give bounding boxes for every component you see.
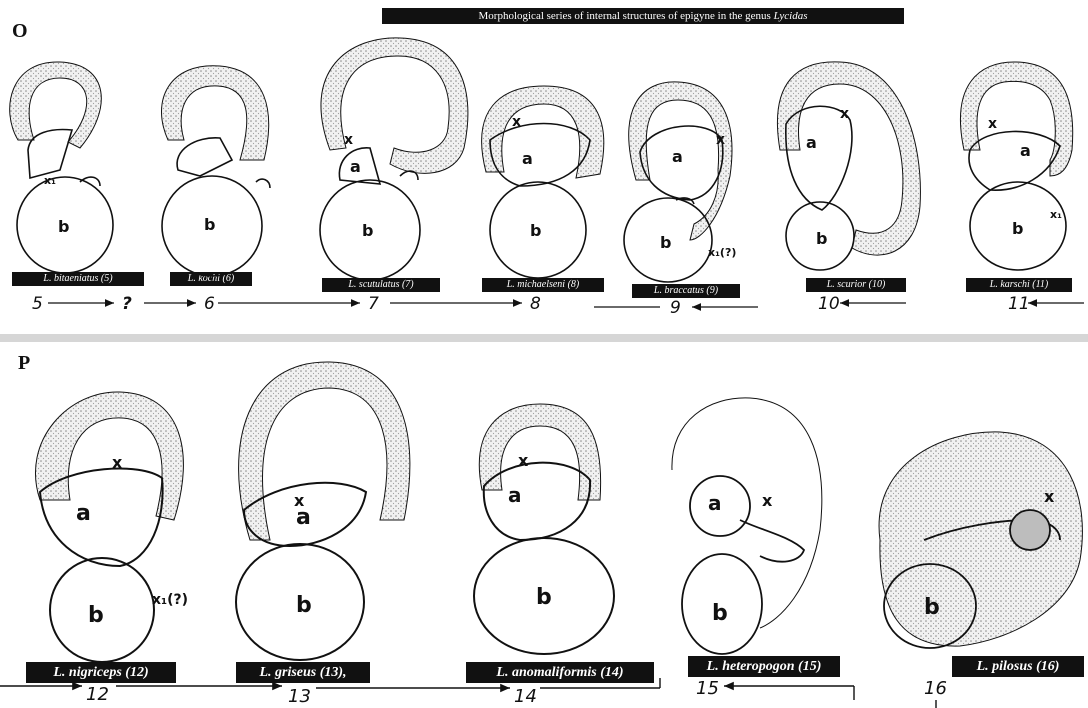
series-number: 12 [86,684,109,705]
label-b: b [530,221,541,240]
series-number: 14 [514,686,537,707]
series-number: ? [122,294,132,314]
drawing-michaelseni [482,86,604,278]
label-a: a [708,491,722,515]
label-b: b [1012,219,1023,238]
label-b: b [204,215,215,234]
label-x1-question: x₁(?) [152,592,188,608]
label-a: a [1020,141,1031,160]
series-number: 16 [924,678,947,699]
label-x: x [344,132,353,148]
label-b: b [88,603,104,628]
label-a: a [76,501,91,526]
label-x1: x₁ [44,174,56,187]
label-x: x [518,451,529,470]
series-number: 11 [1008,294,1030,314]
series-number: 15 [696,678,719,699]
drawing-griseus [236,362,410,660]
series-number: 8 [530,294,541,314]
label-b: b [362,221,373,240]
label-x: x [988,116,997,132]
label-a: a [508,483,522,507]
drawing-nigriceps [35,392,183,662]
drawing-heteropogon [672,398,822,654]
label-x: x [112,453,123,472]
label-a: a [350,157,361,176]
label-a: a [672,147,683,166]
label-a: a [522,149,533,168]
label-b: b [296,593,312,618]
label-b: b [924,595,940,620]
series-number: 10 [818,294,840,314]
drawing-scutulatus [320,38,468,280]
series-number: 6 [204,294,215,314]
label-x1-question: x₁(?) [708,246,736,259]
label-x: x [1044,487,1055,506]
drawing-pilosus [879,432,1082,648]
label-x: x [840,106,849,122]
drawing-bitaeniatus [10,62,113,273]
label-x1: x₁ [1050,208,1062,221]
drawing-karschi [960,62,1072,270]
label-b: b [816,229,827,248]
series-number: 13 [288,686,311,707]
label-x: x [294,491,305,510]
drawing-anomaliformis [474,404,614,654]
label-b: b [660,233,671,252]
label-b: b [536,585,552,610]
label-a: a [806,133,817,152]
drawing-kochi [161,66,270,276]
series-arrows-p [0,678,936,708]
label-b: b [712,601,728,626]
label-x: x [762,491,773,510]
label-b: b [58,217,69,236]
label-x: x [716,132,725,148]
drawing-scurior [777,62,920,270]
label-x: x [512,114,521,130]
series-number: 9 [670,298,681,318]
series-number: 7 [368,294,379,314]
series-number: 5 [32,294,43,314]
